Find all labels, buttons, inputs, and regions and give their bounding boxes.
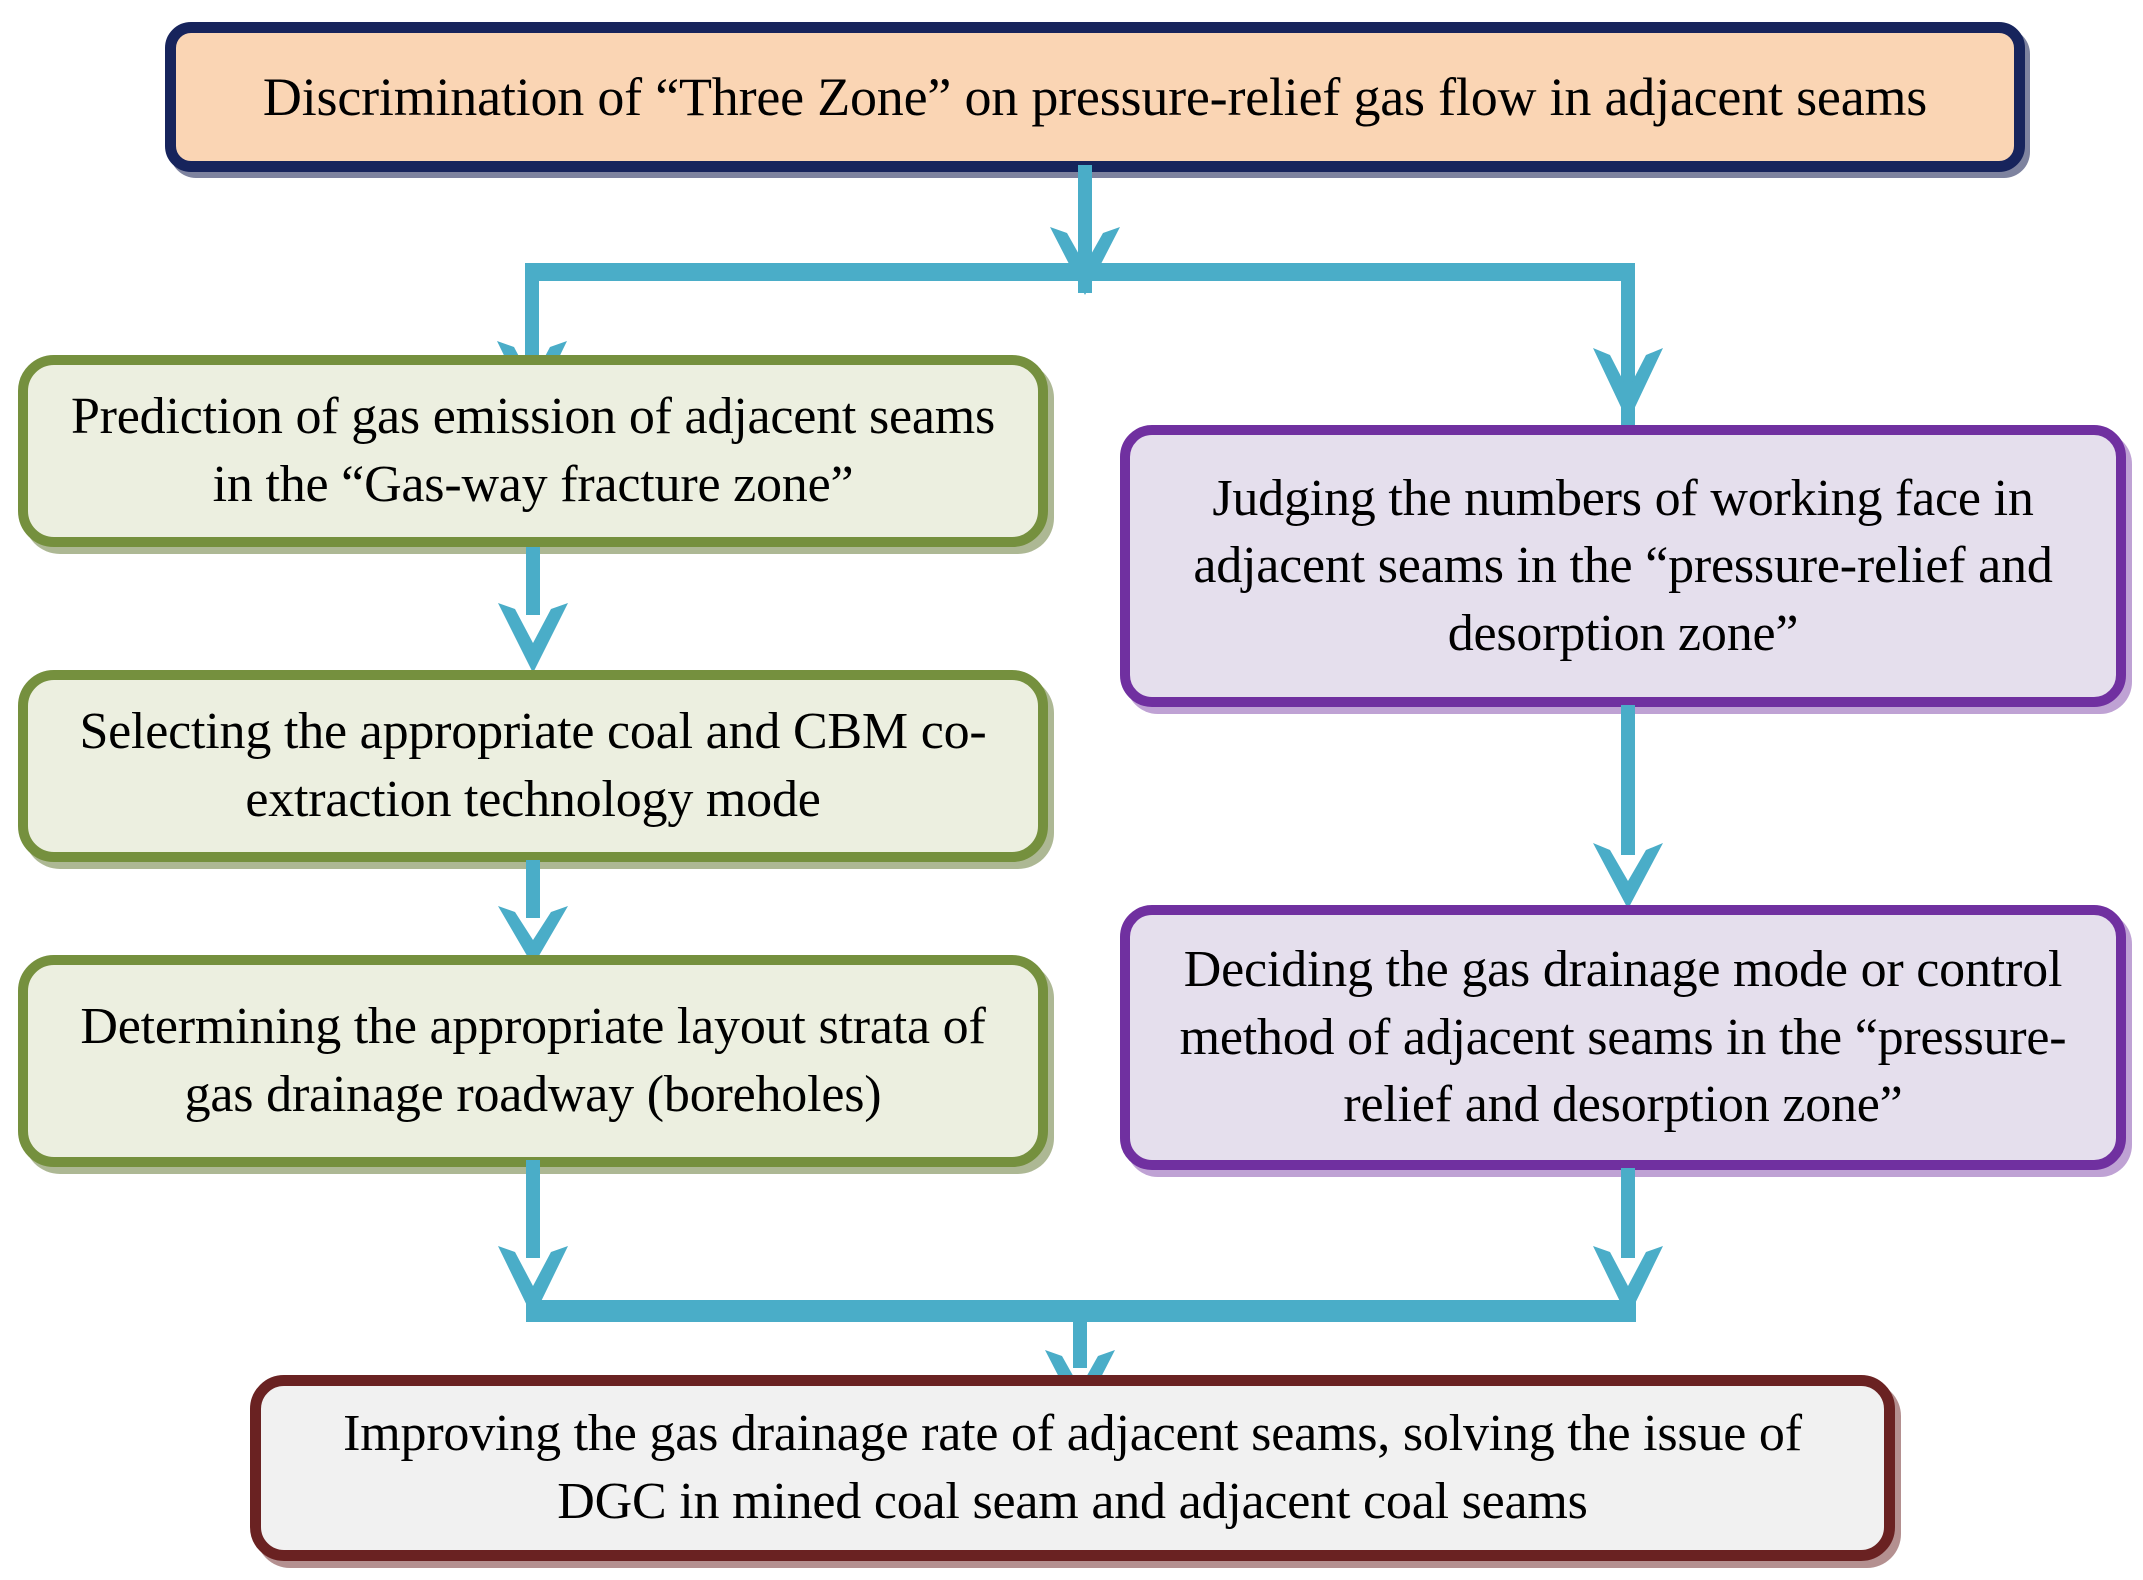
connector-prediction-to-selecting xyxy=(470,547,650,677)
node-discrimination-three-zone[interactable]: Discrimination of “Three Zone” on pressu… xyxy=(165,22,2025,172)
connector-selecting-to-determining xyxy=(470,860,650,970)
node-improving-drainage-rate[interactable]: Improving the gas drainage rate of adjac… xyxy=(250,1375,1895,1561)
node-selecting-co-extraction-mode[interactable]: Selecting the appropriate coal and CBM c… xyxy=(18,670,1048,862)
node-determining-layout-strata-text: Determining the appropriate layout strat… xyxy=(80,998,986,1123)
node-deciding-gas-drainage-mode-text: Deciding the gas drainage mode or contro… xyxy=(1179,941,2067,1134)
connector-merge-to-outcome xyxy=(0,1160,2143,1418)
node-prediction-gas-emission-text: Prediction of gas emission of adjacent s… xyxy=(70,388,996,513)
node-deciding-gas-drainage-mode[interactable]: Deciding the gas drainage mode or contro… xyxy=(1120,905,2126,1170)
node-title-text: Discrimination of “Three Zone” on pressu… xyxy=(262,66,1928,127)
connector-judging-to-deciding xyxy=(1560,705,1740,915)
node-judging-working-face-numbers[interactable]: Judging the numbers of working face in a… xyxy=(1120,425,2126,707)
node-prediction-gas-emission[interactable]: Prediction of gas emission of adjacent s… xyxy=(18,355,1048,547)
node-improving-drainage-rate-text: Improving the gas drainage rate of adjac… xyxy=(343,1405,1802,1530)
connector-to-judging-working-face xyxy=(1560,300,1740,430)
node-judging-working-face-numbers-text: Judging the numbers of working face in a… xyxy=(1193,469,2053,662)
node-selecting-co-extraction-mode-text: Selecting the appropriate coal and CBM c… xyxy=(79,703,987,828)
node-determining-layout-strata[interactable]: Determining the appropriate layout strat… xyxy=(18,955,1048,1167)
